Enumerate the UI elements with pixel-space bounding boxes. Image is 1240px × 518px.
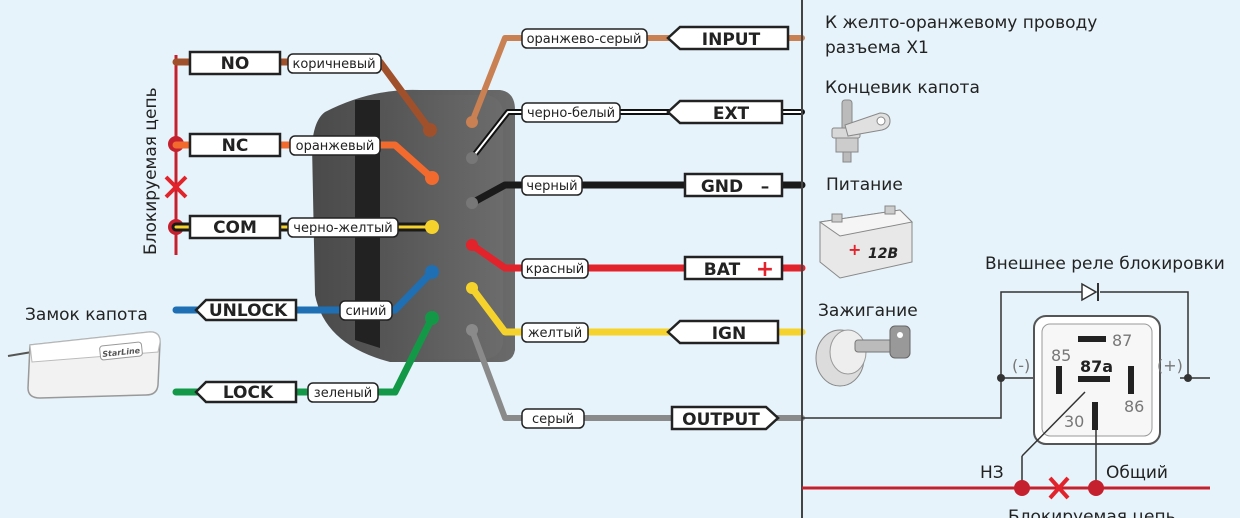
label-unlock-wire-text: синий [346, 304, 387, 319]
relay-common-node [1088, 480, 1104, 496]
battery-label: 12В [868, 246, 898, 262]
relay-nz-label: НЗ [980, 463, 1004, 483]
tag-nc-text: NC [222, 136, 249, 156]
input-desc-line2: разъема X1 [825, 38, 929, 58]
svg-text:+: + [848, 240, 861, 259]
tag-gnd: GND – [683, 172, 784, 198]
label-no-wire: коричневый [287, 53, 382, 74]
label-ign-wire: желтый [521, 322, 589, 343]
relay-nz-node [1014, 480, 1030, 496]
tag-ext-text: EXT [713, 104, 750, 124]
ign-desc: Зажигание [818, 301, 918, 321]
label-input-wire: оранжево-серый [521, 28, 648, 49]
label-nc-wire-text: оранжевый [296, 139, 375, 154]
hood-lock-device-icon: StarLine [7, 331, 161, 399]
label-ext-wire: черно-белый [521, 102, 621, 123]
minus-icon: – [761, 177, 770, 197]
tag-nc: NC [188, 132, 282, 158]
diode-icon [1081, 282, 1099, 302]
relay-title: Внешнее реле блокировки [985, 254, 1225, 274]
label-com-wire-text: черно-желтый [293, 221, 392, 236]
label-unlock-wire: синий [339, 300, 393, 321]
tag-input-text: INPUT [702, 30, 761, 50]
connector-pins [423, 116, 478, 336]
relay-junction-plus [1184, 374, 1192, 382]
hood-lock-title: Замок капота [25, 305, 148, 325]
relay-pin-87a: 87a [1080, 357, 1113, 376]
hood-lock-brand: StarLine [102, 346, 141, 359]
left-circuit-vertical-label: Блокируемая цепь [141, 87, 161, 255]
ext-desc: Концевик капота [825, 78, 980, 98]
relay-pin-86: 86 [1124, 397, 1144, 416]
relay-plus-label: (+) [1157, 356, 1183, 375]
label-lock-wire-text: зеленый [314, 386, 372, 401]
label-gnd-wire: черный [521, 175, 583, 196]
tag-bat: BAT + [683, 255, 784, 282]
relay-circuit-label: Блокируемая цепь [1008, 507, 1176, 518]
relay-junction-minus [997, 374, 1005, 382]
tag-lock: LOCK [194, 380, 298, 404]
tag-ign: IGN [666, 319, 780, 345]
battery-icon: + 12В [818, 205, 914, 279]
tag-ext: EXT [666, 99, 784, 125]
ignition-lock-icon [815, 325, 911, 387]
label-lock-wire: зеленый [307, 382, 379, 403]
relay-common-label: Общий [1106, 463, 1168, 483]
input-desc-line1: К желто-оранжевому проводу [825, 13, 1097, 33]
label-output-wire-text: серый [532, 412, 574, 427]
right-wires [468, 35, 806, 421]
tag-bat-text: BAT [704, 260, 741, 280]
label-ext-wire-text: черно-белый [527, 106, 615, 121]
gnd-desc: Питание [826, 175, 903, 195]
tag-unlock: UNLOCK [194, 298, 298, 322]
label-nc-wire: оранжевый [289, 135, 381, 156]
relay-pin-85: 85 [1051, 346, 1071, 365]
relay-pin-30: 30 [1064, 412, 1084, 431]
tag-unlock-text: UNLOCK [209, 301, 288, 321]
label-no-wire-text: коричневый [292, 57, 375, 72]
tag-input: INPUT [666, 25, 790, 51]
label-com-wire: черно-желтый [287, 217, 399, 238]
plus-icon: + [756, 257, 774, 282]
relay-break-cross-icon [1048, 476, 1070, 500]
tag-output: OUTPUT [670, 405, 780, 431]
label-input-wire-text: оранжево-серый [527, 32, 642, 47]
tag-gnd-text: GND [701, 177, 743, 197]
tag-no-text: NO [221, 54, 250, 74]
relay-pin-87: 87 [1112, 331, 1132, 350]
left-break-cross-icon [164, 175, 188, 199]
tag-ign-text: IGN [712, 324, 747, 344]
tag-com: COM [188, 214, 282, 240]
label-bat-wire: красный [521, 258, 589, 279]
hood-switch-icon [831, 99, 891, 163]
label-bat-wire-text: красный [526, 262, 584, 277]
tag-no: NO [188, 50, 282, 76]
tag-output-text: OUTPUT [682, 410, 760, 430]
relay-minus-label: (-) [1012, 356, 1030, 375]
tag-com-text: COM [213, 218, 257, 238]
label-output-wire: серый [521, 408, 585, 429]
label-ign-wire-text: желтый [528, 326, 582, 341]
tag-lock-text: LOCK [223, 383, 274, 403]
label-gnd-wire-text: черный [526, 179, 577, 194]
relay-output-circuit [802, 391, 1210, 490]
